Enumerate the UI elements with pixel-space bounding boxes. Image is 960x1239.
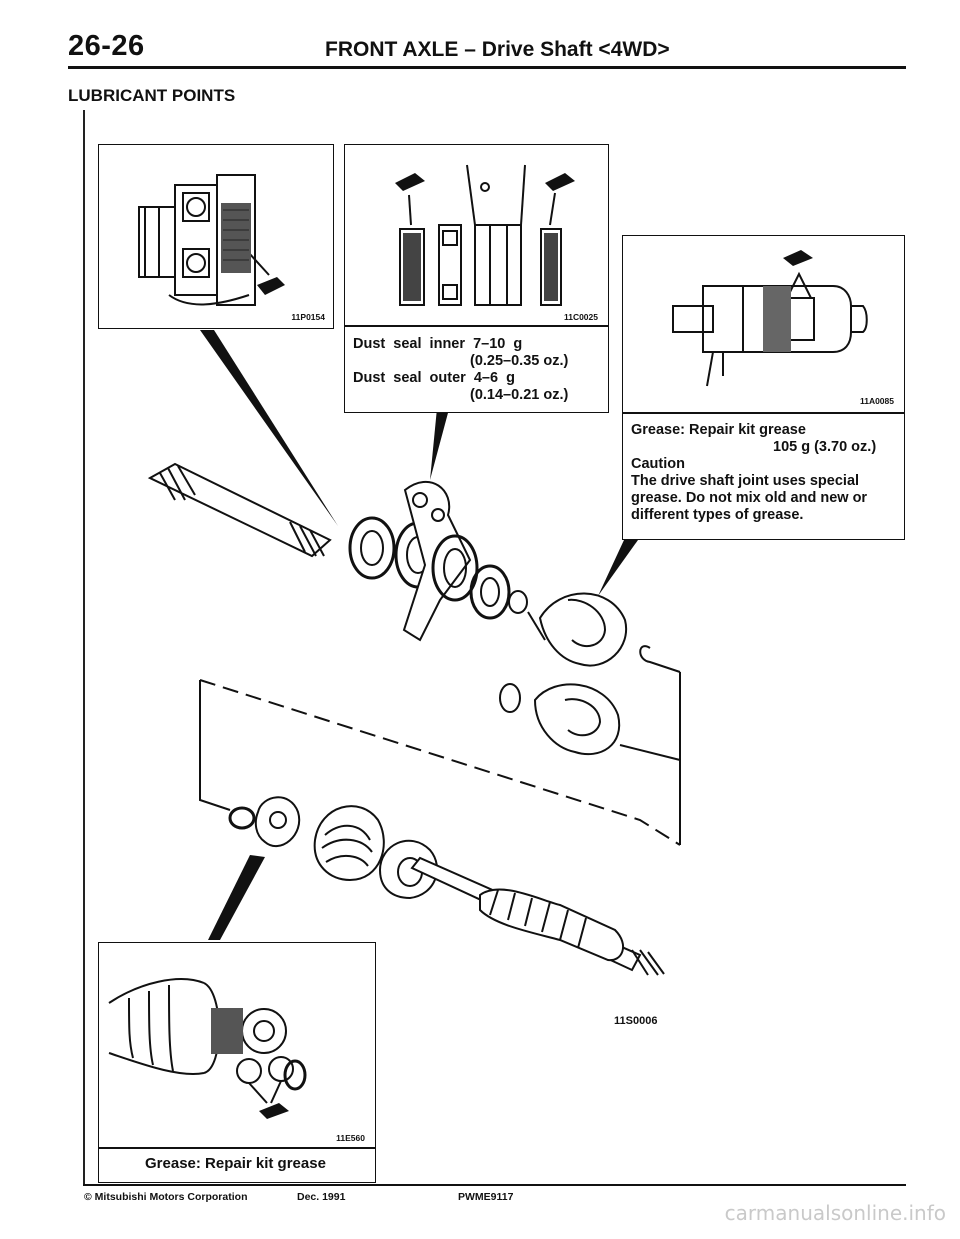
figure-box-joint: 11A0085 Grease: Repair kit grease 105 g … [622,235,905,540]
footer-copyright: © Mitsubishi Motors Corporation [84,1191,248,1203]
header-rule [68,66,906,69]
grease-gun-icon [395,173,425,191]
figure-box-tripod: 11E560 Grease: Repair kit grease [98,942,376,1183]
page-number: 26-26 [68,30,145,62]
caution-text-line-3: different types of grease. [631,507,804,523]
figure-divider [99,1147,375,1149]
grease-gun-icon [257,277,285,295]
footer-rule [83,1184,906,1186]
figure-id-joint: 11A0085 [859,396,894,406]
dust-seal-inner-line: Dust seal inner 7–10 g [353,336,523,352]
dust-seal-outer-line: Dust seal outer 4–6 g [353,370,515,386]
left-margin-line [83,110,85,1184]
grease-gun-icon [259,1103,289,1119]
figure-divider [345,325,608,327]
tripod-grease-caption: Grease: Repair kit grease [145,1155,326,1172]
joint-illustration [672,250,868,387]
caution-text-line-2: grease. Do not mix old and new or [631,490,868,506]
figure-id-tripod: 11E560 [336,1133,365,1143]
dust-seal-inner-amount: (0.25–0.35 oz.) [470,353,569,369]
figure-id-main: 11S0006 [614,1015,658,1027]
figure-divider [623,412,904,414]
watermark: carmanualsonline.info [724,1201,946,1225]
dust-seal-illustration [395,164,575,306]
figure-id-bearing: 11P0154 [291,312,325,322]
grease-gun-icon [545,173,575,191]
section-title: LUBRICANT POINTS [68,86,236,105]
caution-text-line-1: The drive shaft joint uses special [631,473,860,489]
caution-heading: Caution [631,456,685,472]
joint-grease-line: Grease: Repair kit grease [631,422,806,438]
footer-code: PWME9117 [458,1191,514,1203]
dust-seal-outer-amount: (0.14–0.21 oz.) [470,387,569,403]
joint-grease-amount: 105 g (3.70 oz.) [773,439,877,455]
figure-box-dust-seal: 11C0025 Dust seal inner 7–10 g (0.25–0.3… [344,144,609,413]
grease-gun-icon [783,250,813,266]
tripod-illustration [108,978,307,1119]
figure-id-dust-seal: 11C0025 [563,312,598,322]
figure-box-bearing: 11P0154 [98,144,334,329]
bearing-illustration [138,174,285,306]
page-title: FRONT AXLE – Drive Shaft <4WD> [325,38,670,61]
footer-date: Dec. 1991 [297,1191,346,1203]
